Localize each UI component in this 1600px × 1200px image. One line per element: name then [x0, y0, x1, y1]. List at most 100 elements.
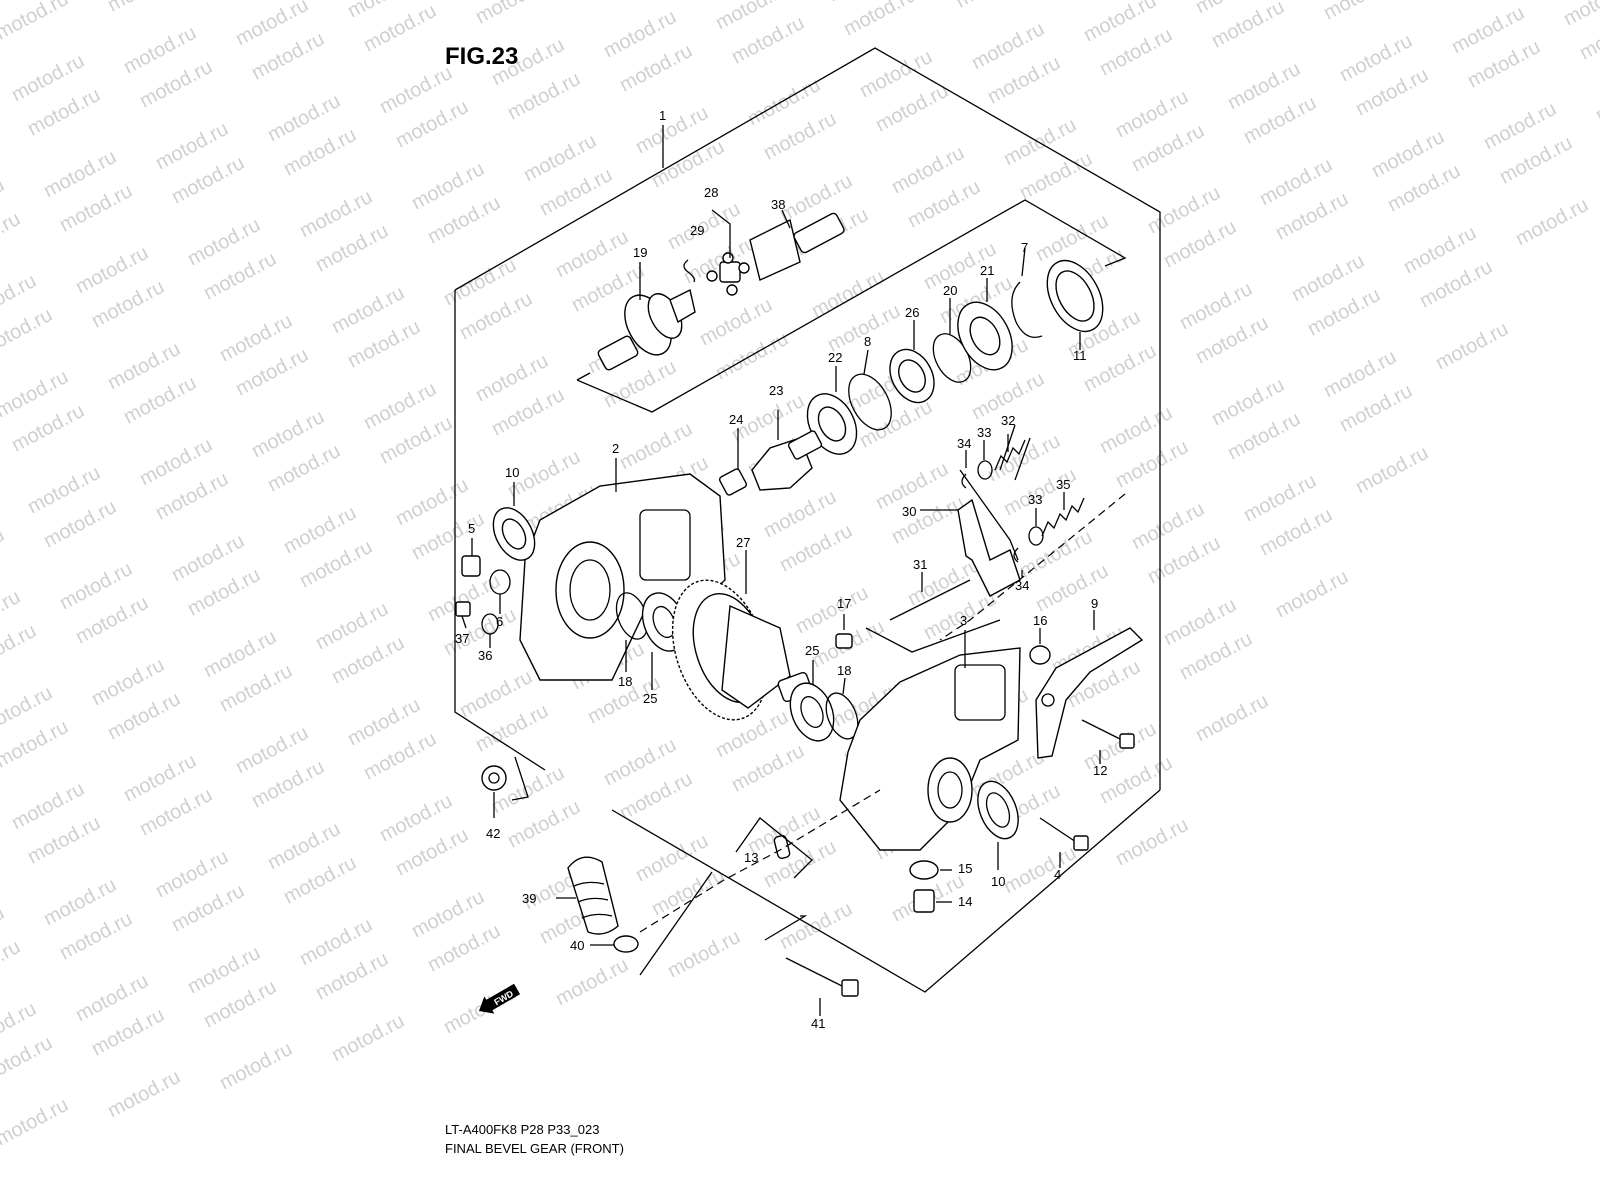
watermark-text: motod.ru: [0, 936, 24, 992]
part-10-oil-seal-right: [977, 780, 1019, 870]
callout-32: 32: [1001, 413, 1015, 428]
part-11-oil-seal: [1046, 259, 1104, 350]
watermark-text: motod.ru: [1592, 70, 1600, 126]
callout-24: 24: [729, 412, 743, 427]
drawing-code: LT-A400FK8 P28 P33_023: [445, 1122, 599, 1137]
watermark-text: motod.ru: [0, 620, 40, 676]
watermark-text: motod.ru: [472, 0, 552, 28]
callout-12: 12: [1093, 763, 1107, 778]
callout-33-lower: 33: [1028, 492, 1042, 507]
watermark-text: motod.ru: [552, 954, 632, 1010]
watermark-text: motod.ru: [1320, 0, 1400, 24]
watermark-text: motod.ru: [104, 1066, 184, 1122]
part-28-universal-joint: [683, 209, 750, 296]
callout-35: 35: [1056, 477, 1070, 492]
figure-caption: FINAL BEVEL GEAR (FRONT): [445, 1141, 624, 1156]
watermark-text: motod.ru: [952, 0, 1032, 12]
callout-11: 11: [1073, 348, 1087, 363]
part-33-washer-lower: [1028, 508, 1044, 546]
part-31-fork-shaft: [889, 572, 971, 621]
part-21-bearing: [957, 278, 1013, 371]
callout-3: 3: [960, 613, 967, 628]
watermark-text: motod.ru: [1000, 842, 1080, 898]
watermark-text: motod.ru: [1512, 194, 1592, 250]
part-12-bolt: [1081, 719, 1135, 764]
watermark-text: motod.ru: [328, 1010, 408, 1066]
callout-40: 40: [570, 938, 584, 953]
watermark-text: motod.ru: [1112, 814, 1192, 870]
part-35-spring: [1041, 492, 1085, 537]
part-38-yoke-shaft: [749, 209, 845, 281]
part-40-clamp: [590, 789, 881, 976]
part-15-gasket: [909, 860, 952, 880]
part-25-bearing-right: [789, 660, 835, 742]
callout-23: 23: [769, 383, 783, 398]
callout-labels: 1 2 3 4 5 6 7 8 9 10 10 11 12 13 14 15 1…: [455, 108, 1107, 1031]
callout-10-left: 10: [505, 465, 519, 480]
watermark-layer: motod.ru motod.ru motod.ru motod.ru motod.ru…: [0, 0, 1600, 1150]
callout-18-left: 18: [618, 674, 632, 689]
watermark-text: motod.ru: [0, 1032, 56, 1088]
watermark-text: motod.ru: [1560, 0, 1600, 30]
callout-41: 41: [811, 1016, 825, 1031]
part-34-clip-upper: [961, 450, 967, 489]
callout-2: 2: [612, 441, 619, 456]
callout-7: 7: [1021, 240, 1028, 255]
callout-1: 1: [659, 108, 666, 123]
part-7-circlip: [1011, 247, 1043, 339]
watermark-text: motod.ru: [840, 0, 920, 40]
callout-15: 15: [958, 861, 972, 876]
part-34-clip-lower: [1013, 547, 1023, 578]
callout-4: 4: [1054, 867, 1061, 882]
part-22-bearing: [806, 366, 858, 455]
callout-6: 6: [496, 614, 503, 629]
part-26-needle-bearing: [889, 320, 935, 404]
callout-29: 29: [690, 223, 704, 238]
callout-8: 8: [864, 334, 871, 349]
callout-18-right: 18: [837, 663, 851, 678]
watermark-text: motod.ru: [1352, 442, 1432, 498]
callout-33-upper: 33: [977, 425, 991, 440]
watermark-text: motod.ru: [0, 0, 72, 44]
part-41-long-bolt: [764, 915, 859, 1016]
watermark-text: motod.ru: [1192, 690, 1272, 746]
part-33-washer-upper: [977, 440, 993, 480]
part-8-snap-ring: [848, 349, 892, 431]
callout-27: 27: [736, 535, 750, 550]
callout-20: 20: [943, 283, 957, 298]
part-39-boot: [556, 856, 619, 935]
part-2-gear-housing: [519, 458, 726, 681]
part-3-gear-case: [839, 630, 1021, 851]
callout-25-right: 25: [805, 643, 819, 658]
part-27-differential-gear: [671, 550, 813, 721]
callout-36: 36: [478, 648, 492, 663]
part-19-drive-flange: [597, 262, 696, 371]
watermark-text: motod.ru: [1272, 566, 1352, 622]
watermark-text: motod.ru: [0, 208, 24, 264]
callout-21: 21: [980, 263, 994, 278]
callout-10-right: 10: [991, 874, 1005, 889]
part-9-bracket: [1035, 610, 1144, 759]
callout-30: 30: [902, 504, 916, 519]
watermark-text: motod.ru: [0, 304, 56, 360]
part-6-gasket: [489, 569, 511, 614]
part-17-dowel: [835, 614, 853, 649]
watermark-text: motod.ru: [0, 1094, 72, 1150]
callout-39: 39: [522, 891, 536, 906]
callout-19: 19: [633, 245, 647, 260]
callout-5: 5: [468, 521, 475, 536]
callout-42: 42: [486, 826, 500, 841]
part-16-bush: [1029, 628, 1051, 665]
callout-31: 31: [913, 557, 927, 572]
callout-25-left: 25: [643, 691, 657, 706]
callout-26: 26: [905, 305, 919, 320]
callout-16: 16: [1033, 613, 1047, 628]
watermark-text: motod.ru: [1432, 318, 1512, 374]
callout-28: 28: [704, 185, 718, 200]
part-37-bolt: [455, 601, 471, 629]
assembly-boundary: [454, 47, 1161, 993]
callout-14: 14: [958, 894, 972, 909]
part-32-spring: [994, 434, 1026, 471]
part-14-drain-plug: [913, 889, 952, 913]
